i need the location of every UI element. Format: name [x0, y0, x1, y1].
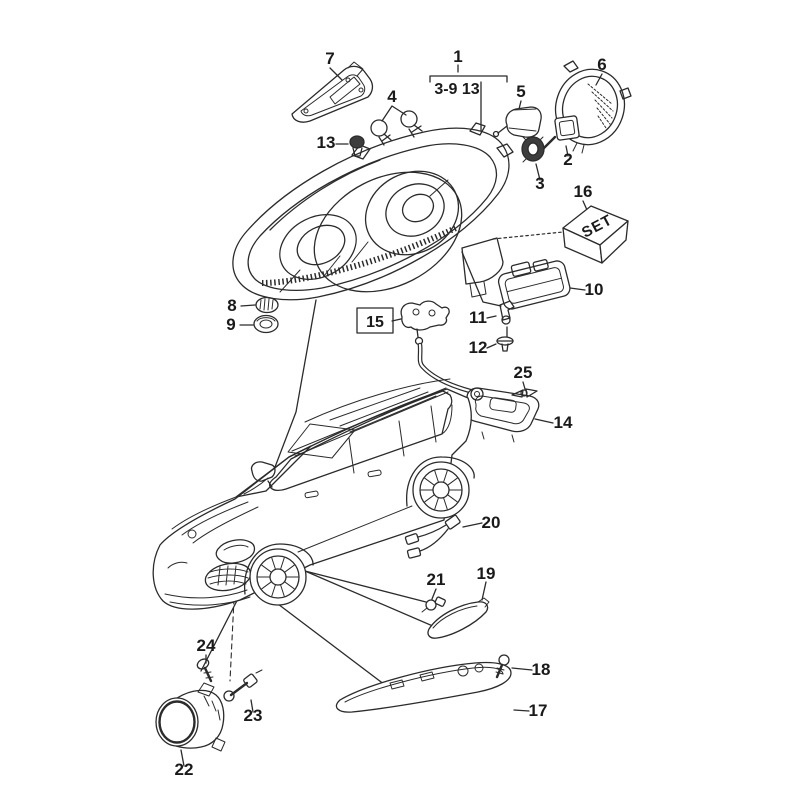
callout-10: 10 [585, 280, 604, 299]
callout-labels: 7 4 13 5 6 2 3 16 10 11 12 8 9 25 14 20 … [175, 49, 607, 779]
trim-lamp-17-drawing [335, 661, 512, 713]
callout-15: 15 [366, 314, 384, 331]
callout-20: 20 [482, 513, 501, 532]
highlight-box [356, 307, 394, 334]
screw-18-drawing [495, 654, 510, 679]
highlighted-callout-15: 15 [356, 307, 394, 334]
callout-11: 11 [469, 308, 487, 327]
callout-17: 17 [529, 701, 548, 720]
callout-16: 16 [574, 182, 593, 201]
wire-harness-20-drawing [404, 514, 461, 559]
bulbs-4-drawing [370, 110, 423, 146]
callout-24: 24 [197, 636, 216, 655]
module-10-drawing [497, 259, 571, 310]
callout-14: 14 [554, 413, 573, 432]
callout-21: 21 [427, 570, 446, 589]
grommet-9-drawing [253, 314, 279, 334]
callout-8: 8 [227, 296, 236, 315]
gasket-7-drawing [291, 61, 374, 123]
callout-7: 7 [325, 49, 334, 68]
headlight-assembly-drawing [232, 122, 514, 301]
leader-lines [180, 64, 603, 767]
assembly-reference: 1 3-9 13 [434, 47, 479, 98]
bulb-23-drawing [223, 669, 263, 702]
seal-3-drawing [521, 136, 545, 163]
callout-25: 25 [514, 363, 533, 382]
callout-1: 1 [453, 47, 462, 66]
callout-5: 5 [516, 82, 525, 101]
grommet-8-drawing [255, 296, 279, 314]
set-box-drawing: SET [562, 205, 629, 264]
callout-23: 23 [244, 706, 263, 725]
motor-5-drawing [492, 106, 542, 138]
rivet-12-drawing [496, 336, 514, 352]
callout-4: 4 [387, 87, 397, 106]
bulb-21-drawing [421, 596, 446, 613]
callout-19: 19 [477, 564, 496, 583]
marker-lamp-19-drawing [427, 597, 490, 639]
callout-6: 6 [597, 55, 606, 74]
screw-24-drawing [196, 658, 214, 683]
screw-13-drawing [349, 135, 365, 157]
cover-6-drawing [554, 60, 632, 154]
callout-22: 22 [175, 760, 194, 779]
clip-25-drawing [511, 388, 538, 398]
fog-light-22-drawing [155, 682, 226, 752]
bracket-11-drawing [499, 300, 515, 325]
assembly-range-label: 3-9 13 [434, 81, 479, 98]
callout-13: 13 [317, 133, 336, 152]
callout-9: 9 [226, 315, 235, 334]
bracket-15-drawing [400, 300, 499, 400]
car-drawing [152, 378, 475, 610]
callout-12: 12 [469, 338, 488, 357]
bulb-2-drawing [537, 115, 580, 154]
callout-3: 3 [535, 174, 544, 193]
callout-2: 2 [563, 150, 572, 169]
callout-18: 18 [532, 660, 551, 679]
